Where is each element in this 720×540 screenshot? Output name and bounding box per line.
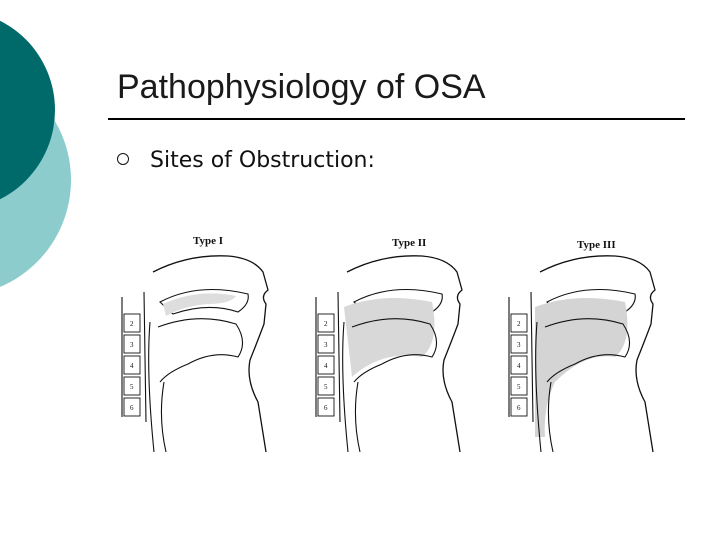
vertebra-label: 3	[517, 341, 521, 349]
bullet-text: Sites of Obstruction:	[150, 148, 375, 173]
spine-outline	[121, 291, 147, 423]
dark-teal-circle	[0, 20, 55, 200]
vertebrae	[317, 313, 335, 417]
vertebra-label: 3	[324, 341, 328, 349]
tongue-outline	[157, 318, 244, 383]
vertebrae	[123, 313, 141, 417]
bullet-item: Sites of Obstruction:	[117, 148, 375, 173]
vertebra-label: 6	[324, 404, 328, 412]
hollow-bullet-icon	[117, 153, 129, 165]
title-underline	[108, 118, 685, 120]
vertebrae	[510, 313, 528, 417]
diagram-type-3: Type III 2 3 4 5 6	[508, 239, 656, 453]
panel-label-type-1: Type I	[193, 235, 223, 247]
vertebra-label: 5	[517, 383, 521, 391]
head-profile-outline	[346, 255, 463, 453]
obstruction-stipple	[163, 293, 236, 316]
vertebra-label: 5	[130, 383, 134, 391]
airway-outline	[535, 321, 554, 453]
vertebra-label: 6	[130, 404, 134, 412]
tongue-outline	[351, 318, 438, 383]
diagram-type-2: Type II 2 3 4 5 6	[315, 237, 463, 453]
panel-label-type-3: Type III	[577, 239, 616, 251]
palate-outline	[159, 288, 249, 315]
head-profile-outline	[152, 255, 269, 453]
slide-title: Pathophysiology of OSA	[117, 68, 486, 106]
obstruction-stipple	[535, 298, 628, 437]
diagram-type-1: Type I 2 3 4 5 6	[121, 235, 269, 453]
obstruction-stipple	[344, 298, 435, 377]
tongue-outline	[544, 318, 631, 383]
airway-outline	[342, 321, 361, 453]
vertebra-label: 4	[324, 362, 328, 370]
vertebra-label: 2	[517, 320, 521, 328]
vertebra-label: 2	[130, 320, 134, 328]
vertebra-label: 2	[324, 320, 328, 328]
decorative-circles	[0, 20, 71, 287]
airway-outline	[148, 321, 167, 453]
vertebra-label: 3	[130, 341, 134, 349]
vertebra-label: 5	[324, 383, 328, 391]
panel-label-type-2: Type II	[392, 237, 426, 249]
head-profile-outline	[539, 255, 656, 453]
vertebra-label: 4	[130, 362, 134, 370]
spine-outline	[508, 291, 534, 423]
vertebra-label: 6	[517, 404, 521, 412]
spine-outline	[315, 291, 341, 423]
vertebra-label: 4	[517, 362, 521, 370]
